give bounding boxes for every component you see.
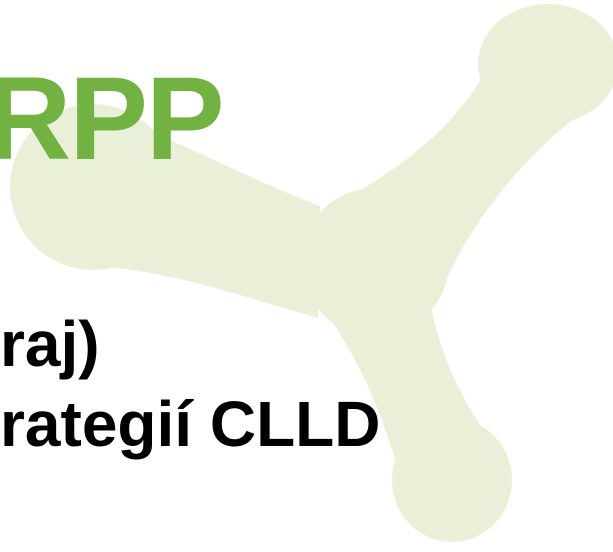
subtitle-line-2: rategií CLLD bbox=[0, 388, 381, 460]
subtitle-line-1: raj) bbox=[0, 308, 100, 380]
page-title: RPP bbox=[0, 53, 225, 185]
